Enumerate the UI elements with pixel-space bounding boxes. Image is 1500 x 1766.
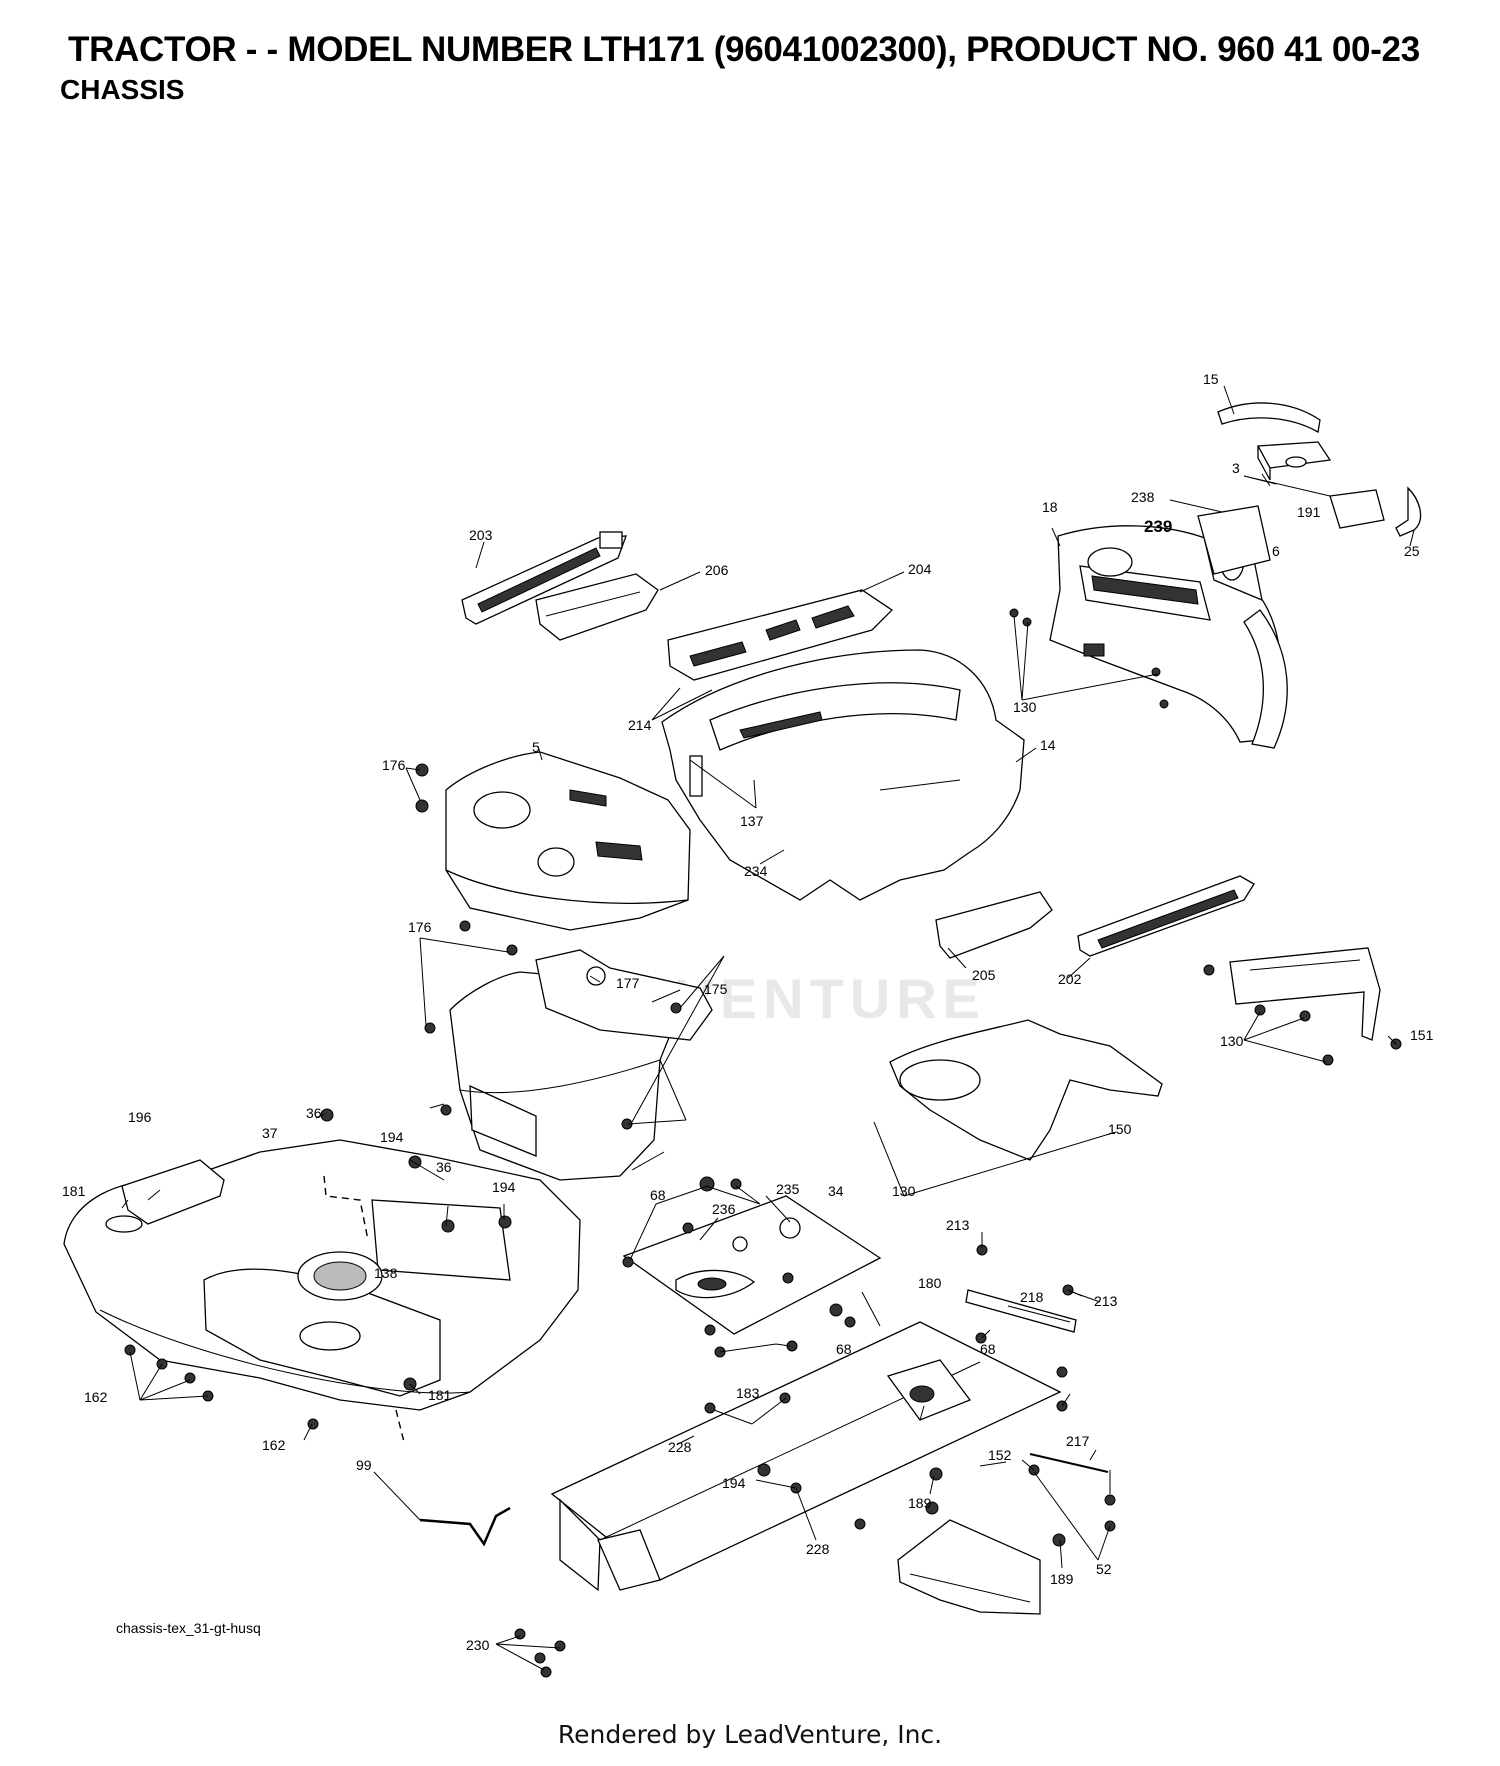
- callout-239: 239: [1144, 517, 1172, 536]
- callout-204: 204: [908, 561, 932, 577]
- callout-238: 238: [1131, 489, 1155, 505]
- rendered-by-footer: Rendered by LeadVenture, Inc.: [557, 1720, 943, 1749]
- callout-228-b: 228: [806, 1541, 830, 1557]
- callout-230: 230: [466, 1637, 490, 1653]
- part-34-mounting-plate: [622, 1195, 882, 1335]
- callout-99: 99: [356, 1457, 372, 1473]
- callout-151: 151: [1410, 1027, 1434, 1043]
- callout-162-b: 162: [262, 1437, 286, 1453]
- part-205-lower-trim: [935, 891, 1053, 959]
- part-191-headlight-blocks: [1256, 441, 1385, 529]
- callout-150: 150: [1108, 1121, 1132, 1137]
- part-150-tank-shroud: [889, 1019, 1163, 1161]
- callout-14: 14: [1040, 737, 1056, 753]
- callout-180: 180: [918, 1275, 942, 1291]
- callout-203: 203: [469, 527, 493, 543]
- callout-181-b: 181: [428, 1387, 452, 1403]
- part-99-rod: [419, 1506, 511, 1547]
- callout-214: 214: [628, 717, 652, 733]
- callout-206: 206: [705, 562, 729, 578]
- callout-194-a: 194: [380, 1129, 404, 1145]
- callout-25: 25: [1404, 543, 1420, 559]
- part-218-bracket-plate: [965, 1289, 1077, 1333]
- callout-236: 236: [712, 1201, 736, 1217]
- leader-lines: [121, 385, 1415, 1671]
- part-180-frame: [550, 1321, 1062, 1592]
- callout-3: 3: [1232, 460, 1240, 476]
- callout-177: 177: [616, 975, 640, 991]
- callout-202: 202: [1058, 971, 1082, 987]
- callout-36-a: 36: [306, 1105, 322, 1121]
- callout-176-a: 176: [382, 757, 406, 773]
- callout-235: 235: [776, 1181, 800, 1197]
- callout-176-b: 176: [408, 919, 432, 935]
- callout-130-top: 130: [1013, 699, 1037, 715]
- part-37-fender: [63, 1139, 581, 1411]
- callout-194-b: 194: [492, 1179, 516, 1195]
- callout-130-right: 130: [1220, 1033, 1244, 1049]
- callout-18: 18: [1042, 499, 1058, 515]
- callout-37: 37: [262, 1125, 278, 1141]
- page-title: TRACTOR - - MODEL NUMBER LTH171 (9604100…: [68, 30, 1420, 69]
- diagram-filename: chassis-tex_31-gt-husq: [116, 1620, 261, 1636]
- callout-189-b: 189: [1050, 1571, 1074, 1587]
- part-203-vent-grille: [461, 531, 627, 625]
- part-175-mounting-plate: [535, 949, 713, 1041]
- page-subtitle: CHASSIS: [60, 74, 185, 105]
- callout-189-a: 189: [908, 1495, 932, 1511]
- callout-15: 15: [1203, 371, 1219, 387]
- callout-52: 52: [1096, 1561, 1112, 1577]
- part-151-bracket: [1229, 947, 1381, 1041]
- part-hood-panel: [661, 649, 1025, 901]
- callout-130-bottom: 130: [892, 1183, 916, 1199]
- part-18-grille-housing: [1049, 518, 1288, 749]
- callout-36-b: 36: [436, 1159, 452, 1175]
- callout-152: 152: [988, 1447, 1012, 1463]
- callout-6: 6: [1272, 543, 1280, 559]
- callout-181-a: 181: [62, 1183, 86, 1199]
- part-217-rod: [1029, 1453, 1111, 1494]
- callout-labels: 15 3 191 238 239 6 25 18 203 206 204 130…: [62, 371, 1434, 1653]
- callout-183: 183: [736, 1385, 760, 1401]
- part-5-dash-console: [445, 751, 691, 931]
- part-152-skid-plate: [897, 1519, 1041, 1615]
- callout-5: 5: [532, 739, 540, 755]
- callout-194-c: 194: [722, 1475, 746, 1491]
- callout-162-a: 162: [84, 1389, 108, 1405]
- callout-175: 175: [704, 981, 728, 997]
- callout-137: 137: [740, 813, 764, 829]
- callout-217: 217: [1066, 1433, 1090, 1449]
- callout-68-c: 68: [980, 1341, 996, 1357]
- part-15-trim-strip: [1217, 402, 1321, 434]
- part-206-vent-duct: [535, 573, 659, 641]
- callout-234: 234: [744, 863, 768, 879]
- callout-138: 138: [374, 1265, 398, 1281]
- part-202-side-grille: [1077, 875, 1255, 957]
- callout-196: 196: [128, 1109, 152, 1125]
- callout-34: 34: [828, 1183, 844, 1199]
- callout-205: 205: [972, 967, 996, 983]
- callout-213-a: 213: [946, 1217, 970, 1233]
- part-238-239-lens: [1197, 505, 1271, 575]
- part-204-top-vents: [667, 589, 894, 681]
- callout-218: 218: [1020, 1289, 1044, 1305]
- callout-228-a: 228: [668, 1439, 692, 1455]
- callout-68-a: 68: [650, 1187, 666, 1203]
- callout-213-b: 213: [1094, 1293, 1118, 1309]
- callout-68-b: 68: [836, 1341, 852, 1357]
- part-25-bracket: [1395, 486, 1422, 537]
- callout-191: 191: [1297, 504, 1321, 520]
